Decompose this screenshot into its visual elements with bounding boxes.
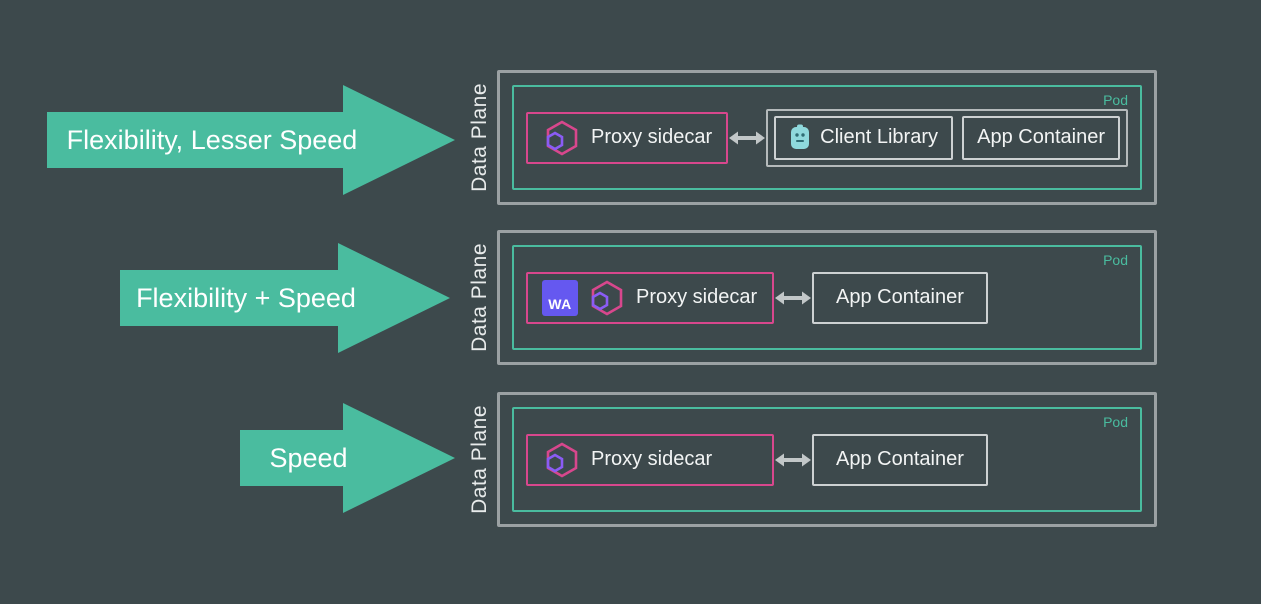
bidirectional-arrow-icon [775,453,811,466]
webassembly-icon: WA [542,279,578,316]
pod-content: Proxy sidecar [514,87,1140,188]
data-plane-box-row3: Pod Proxy sidecar App Container [497,392,1157,527]
flow-arrow-row2: Flexibility + Speed [120,243,450,353]
data-plane-box-row2: Pod WA Proxy sidecar [497,230,1157,365]
envoy-proxy-icon [591,280,623,315]
arrow-body [240,430,343,486]
client-library-label: Client Library [820,126,938,148]
app-group-box: Client Library App Container [766,108,1128,167]
pod-label: Pod [1103,92,1128,108]
arrow-head [343,85,455,195]
bidirectional-arrow-icon [775,291,811,304]
proxy-sidecar-label: Proxy sidecar [636,286,758,308]
data-plane-box-row1: Pod Proxy sidecar [497,70,1157,205]
pod-box-row3: Pod Proxy sidecar App Container [512,407,1142,512]
proxy-sidecar-box: Proxy sidecar [526,433,774,486]
proxy-sidecar-box: WA Proxy sidecar [526,271,774,324]
data-plane-text: Data Plane [468,83,491,192]
app-container-label: App Container [836,448,964,470]
arrow-head [343,403,455,513]
flow-arrow-row1: Flexibility, Lesser Speed [47,85,455,195]
app-container-box: App Container [962,115,1120,160]
pod-label: Pod [1103,414,1128,430]
arrow-label-row1: Flexibility, Lesser Speed [66,124,358,155]
proxy-sidecar-label: Proxy sidecar [591,448,713,470]
envoy-proxy-icon [546,120,578,155]
proxy-sidecar-box: Proxy sidecar [526,111,729,164]
bidirectional-arrow-icon [729,131,766,144]
app-container-label: App Container [836,286,964,308]
data-plane-label-row3: Data Plane [464,392,496,527]
app-container-label: App Container [977,126,1105,148]
data-plane-label-row2: Data Plane [464,230,496,365]
client-library-icon [791,124,810,149]
envoy-proxy-icon [546,442,578,477]
data-plane-text: Data Plane [468,405,491,514]
data-plane-text: Data Plane [468,243,491,352]
pod-box-row2: Pod WA Proxy sidecar [512,245,1142,350]
pod-content: Proxy sidecar App Container [514,409,1140,510]
pod-label: Pod [1103,252,1128,268]
pod-box-row1: Pod Proxy sidecar [512,85,1142,190]
data-plane-label-row1: Data Plane [464,70,496,205]
flow-arrow-row3: Speed [240,403,455,513]
pod-content: WA Proxy sidecar App Container [514,247,1140,348]
app-container-box: App Container [812,271,988,324]
webassembly-label: WA [548,295,572,312]
arrow-body [120,270,338,326]
arrow-head [338,243,450,353]
client-library-box: Client Library [774,115,954,160]
proxy-sidecar-label: Proxy sidecar [591,126,713,148]
arrow-body [47,112,343,168]
app-container-box: App Container [812,433,988,486]
arrow-label-row2: Flexibility + Speed [136,282,356,313]
arrow-label-row3: Speed [269,442,348,473]
